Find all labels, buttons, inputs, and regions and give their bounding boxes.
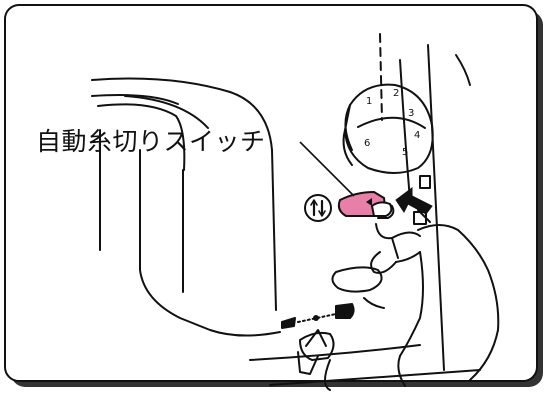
dial-number-1: 1 xyxy=(366,96,372,107)
stitch-selector xyxy=(281,303,355,329)
stitch-dial xyxy=(342,83,434,174)
arrow-icon xyxy=(395,187,433,215)
callout-leader-line xyxy=(299,141,355,197)
dial-number-4: 4 xyxy=(414,130,420,141)
hand xyxy=(363,202,500,387)
dial-numbers: 1 2 3 4 5 6 xyxy=(364,88,420,158)
dial-number-6: 6 xyxy=(364,138,370,149)
dial-number-5: 5 xyxy=(402,147,408,158)
lower-knob[interactable] xyxy=(297,329,335,375)
thumb xyxy=(370,201,393,217)
dial-number-2: 2 xyxy=(393,88,399,99)
machine-arm xyxy=(91,77,281,337)
auto-thread-cut-switch-label: 自動糸切りスイッチ xyxy=(36,127,266,156)
dial-number-3: 3 xyxy=(408,108,414,119)
frame xyxy=(4,4,538,382)
stitch-lever[interactable] xyxy=(331,266,383,293)
plus-stitch-icon xyxy=(335,303,355,319)
needle-up-down-icon[interactable] xyxy=(304,194,332,222)
front-panel xyxy=(249,33,481,391)
bar-stitch-icon xyxy=(281,317,296,329)
